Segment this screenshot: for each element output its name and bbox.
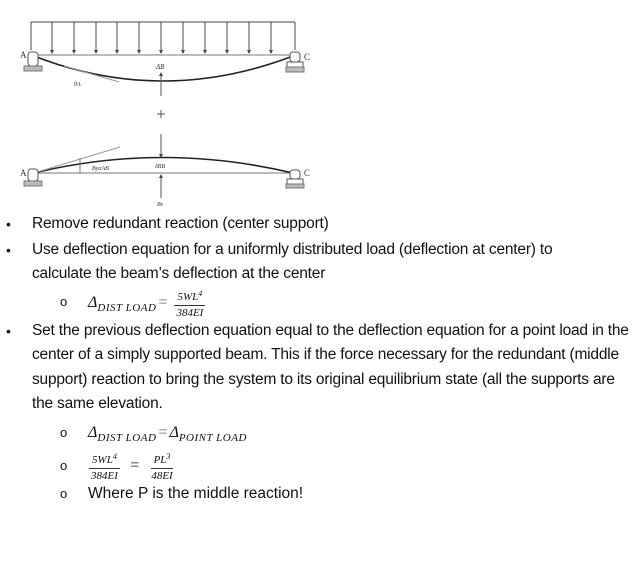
subscript: DIST LOAD xyxy=(97,431,157,444)
equals-sign: = xyxy=(129,457,140,475)
bullet-marker: • xyxy=(6,216,11,232)
denominator: 48EI xyxy=(151,469,173,482)
bullet-marker: • xyxy=(6,241,11,258)
sub-marker: o xyxy=(60,485,68,501)
numerator: PL3 xyxy=(150,450,174,469)
sub-marker: o xyxy=(60,424,68,440)
bullet-item: • Remove redundant reaction (center supp… xyxy=(0,212,640,237)
redundant-force-diagram xyxy=(23,134,305,198)
exponent: 3 xyxy=(166,451,171,461)
exponent: 4 xyxy=(112,451,117,461)
distributed-load-diagram xyxy=(23,21,305,96)
numerator: 5WL4 xyxy=(174,287,206,306)
svg-text:A: A xyxy=(20,168,27,178)
numerator-text: 5WL xyxy=(177,290,199,303)
dist-load-equation: ΔDIST LOAD= 5WL4 384EI xyxy=(88,289,206,319)
notes-document: • Remove redundant reaction (center supp… xyxy=(0,212,640,506)
sub-marker: o xyxy=(60,293,68,309)
beam-diagram: A C ΔB θA A C δBB By xyxy=(20,21,310,206)
svg-text:ΔB: ΔB xyxy=(155,63,165,71)
equality-equation: ΔDIST LOAD=ΔPOINT LOAD xyxy=(88,423,247,444)
numerator-text: PL xyxy=(153,453,167,466)
sub-item-fraction-equation: o 5WL4 384EI = PL3 48EI xyxy=(0,450,640,482)
note-text: Where P is the middle reaction! xyxy=(88,484,304,502)
fraction: 5WL4 384EI xyxy=(88,450,121,483)
bullet-marker: • xyxy=(6,322,11,339)
subscript: DIST LOAD xyxy=(97,301,157,314)
numerator: 5WL4 xyxy=(89,450,120,469)
svg-text:ByαAB: ByαAB xyxy=(92,166,109,172)
fraction: 5WL4 384EI xyxy=(173,287,206,320)
equals-sign: = xyxy=(158,293,168,311)
bullet-text: Set the previous deflection equation equ… xyxy=(32,321,629,413)
svg-text:By: By xyxy=(157,202,164,206)
delta-symbol: Δ xyxy=(88,423,98,441)
bullet-item: • Use deflection equation for a uniforml… xyxy=(0,238,640,287)
plus-operator xyxy=(157,110,165,118)
svg-text:C: C xyxy=(304,168,310,178)
sub-item-equality: o ΔDIST LOAD=ΔPOINT LOAD xyxy=(0,421,640,450)
beam-superposition-figure: A C ΔB θA A C δBB By xyxy=(14,6,334,206)
svg-text:A: A xyxy=(20,50,27,60)
equals-sign: = xyxy=(158,423,168,441)
denominator: 384EI xyxy=(91,469,118,482)
bullet-text: Use deflection equation for a uniformly … xyxy=(32,240,553,283)
denominator: 384EI xyxy=(176,306,204,319)
sub-item-dist-load-equation: o ΔDIST LOAD= 5WL4 384EI xyxy=(0,287,640,319)
load-arrows xyxy=(51,22,272,51)
delta-symbol: Δ xyxy=(88,293,98,311)
exponent: 4 xyxy=(198,288,203,298)
svg-text:θA: θA xyxy=(74,82,81,88)
bullet-text: Remove redundant reaction (center suppor… xyxy=(32,215,329,232)
subscript: POINT LOAD xyxy=(178,431,247,444)
svg-text:δBB: δBB xyxy=(155,164,165,170)
numerator-text: 5WL xyxy=(92,453,113,466)
svg-text:C: C xyxy=(304,52,310,62)
sub-marker: o xyxy=(60,457,68,473)
fraction: PL3 48EI xyxy=(148,450,175,483)
bullet-item: • Set the previous deflection equation e… xyxy=(0,319,640,417)
sub-item-note: o Where P is the middle reaction! xyxy=(0,482,640,506)
delta-symbol: Δ xyxy=(169,423,179,441)
